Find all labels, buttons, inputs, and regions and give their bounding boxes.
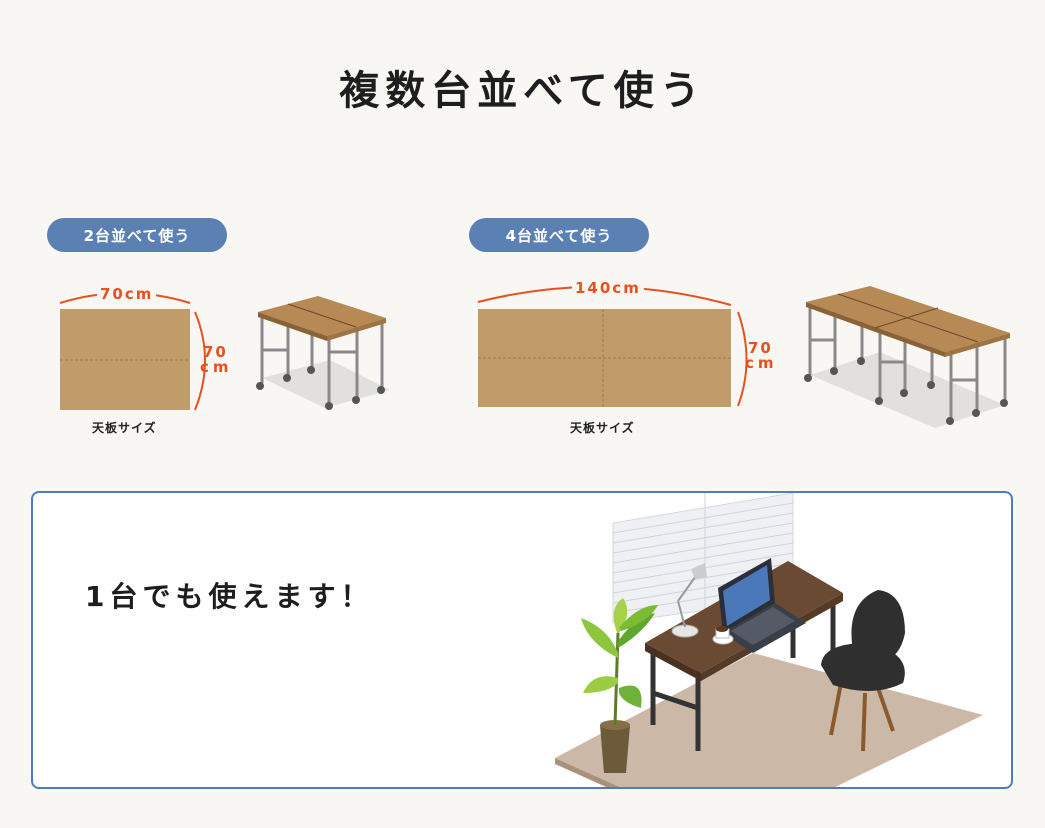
page-title: 複数台並べて使う [339, 68, 706, 114]
tabletop-top-half [60, 309, 190, 360]
laptop-icon [718, 558, 806, 653]
four-tables-depth-unit: cm [745, 354, 778, 372]
four-table-illustration [804, 286, 1010, 428]
room-illustration [555, 493, 983, 787]
tabletop-4-tr [603, 309, 731, 358]
tabletop-4-tl [478, 309, 603, 358]
two-tables-width-label: 70cm [97, 287, 157, 302]
tabletop-4-bl [478, 358, 603, 407]
desk-lamp-icon [671, 563, 707, 638]
tabletop-4-br [603, 358, 731, 407]
depth-arc [194, 311, 206, 411]
four-tables-width-label: 140cm [572, 281, 644, 296]
four-tables-caption: 天板サイズ [570, 421, 635, 435]
plant-icon [581, 598, 658, 773]
two-tables-depth-value: 70 [203, 343, 228, 361]
two-tables-pill: 2台並べて使う [47, 218, 227, 252]
four-tables-depth-value: 70 [748, 339, 773, 357]
coffee-cup-icon [712, 626, 734, 645]
two-tables-caption: 天板サイズ [92, 421, 157, 435]
two-table-illustration [256, 296, 390, 410]
depth-arc-4 [737, 311, 748, 407]
chair-icon [821, 590, 905, 752]
four-tables-pill: 4台並べて使う [469, 218, 649, 252]
two-tables-depth-unit: cm [200, 358, 233, 376]
single-use-panel: 1台でも使えます！ [31, 491, 1013, 789]
single-use-text: 1台でも使えます！ [85, 580, 374, 613]
tabletop-bottom-half [60, 360, 190, 410]
